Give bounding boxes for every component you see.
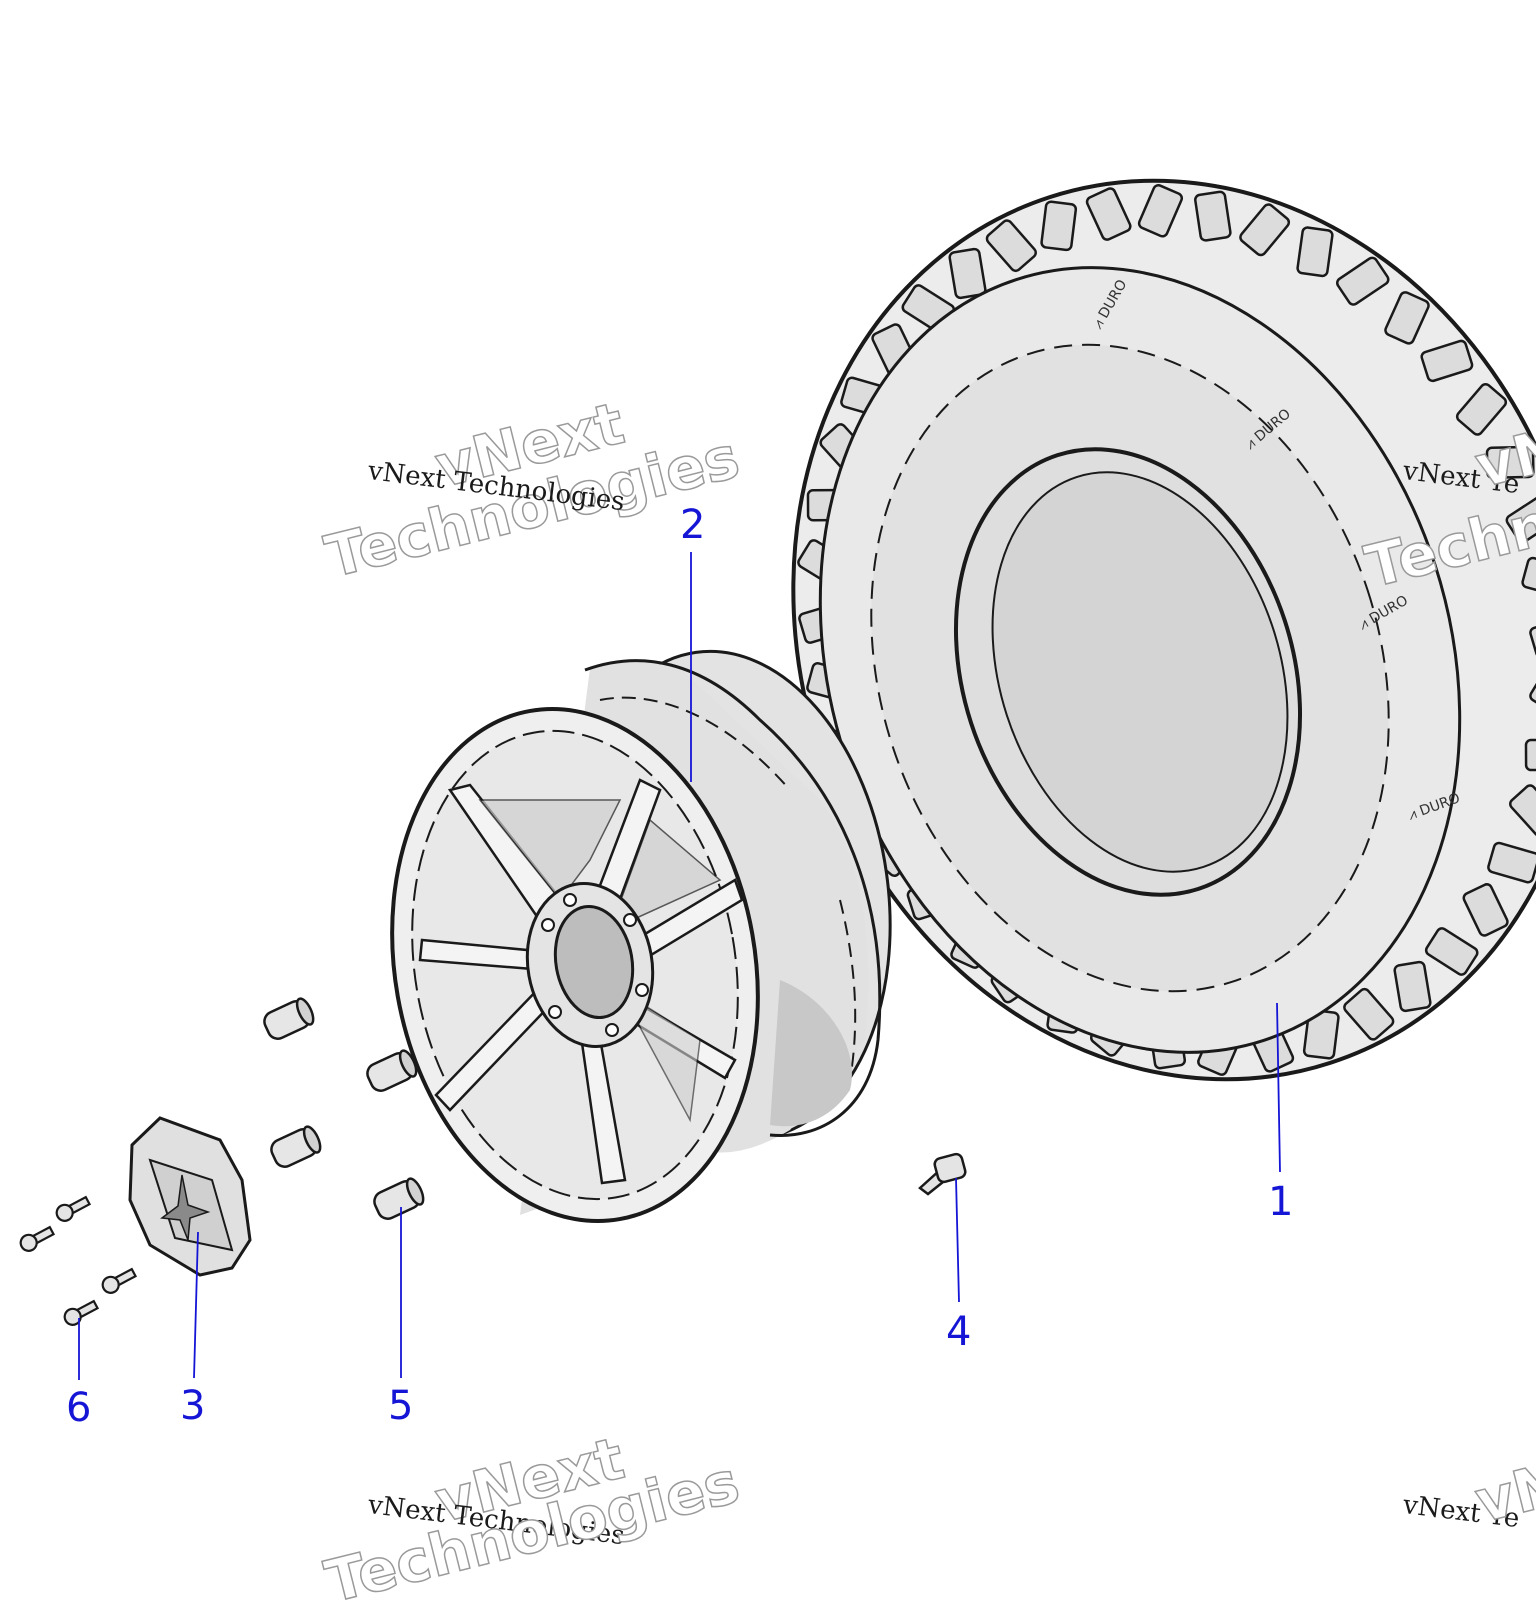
tread-block [1424, 927, 1479, 976]
tread-block [1040, 200, 1078, 252]
tread-block [1296, 226, 1334, 278]
callout-6[interactable]: 6 [66, 1385, 92, 1431]
tread-block [1239, 203, 1291, 257]
lug-nuts-part[interactable] [261, 996, 426, 1222]
leader-lines [78, 552, 1281, 1380]
tread-block [1462, 883, 1509, 937]
tread-block [1085, 187, 1132, 241]
tread-block [1509, 784, 1536, 837]
tread-block [1384, 291, 1430, 345]
tread-block [1420, 339, 1474, 383]
callout-1[interactable]: 1 [1268, 1179, 1294, 1225]
exploded-parts-diagram: ⩘ DURO ⩘ DURO ⩘ DURO ⩘ DURO [18, 77, 1536, 1616]
callout-4[interactable]: 4 [946, 1309, 972, 1355]
tread-block [1524, 738, 1536, 772]
tread-block [1521, 556, 1536, 599]
callout-2[interactable]: 2 [680, 502, 706, 548]
tread-block [1343, 987, 1395, 1041]
tread-block [1505, 494, 1536, 544]
tread-block [1194, 190, 1232, 242]
tire-part[interactable]: ⩘ DURO ⩘ DURO ⩘ DURO ⩘ DURO [678, 77, 1536, 1183]
cap-screws-part[interactable] [18, 1194, 138, 1328]
tread-block [1485, 445, 1535, 479]
tread-block [948, 247, 987, 300]
callout-5[interactable]: 5 [388, 1383, 414, 1429]
tread-block [1335, 256, 1390, 306]
tread-block [1393, 960, 1432, 1013]
center-hub-cap-part[interactable] [128, 1116, 252, 1277]
callout-3[interactable]: 3 [180, 1383, 206, 1429]
wheel-rim-part[interactable] [353, 630, 921, 1250]
tread-block [1529, 616, 1536, 659]
tread-block [1455, 382, 1508, 436]
diagram-canvas: ⩘ DURO ⩘ DURO ⩘ DURO ⩘ DURO [18, 77, 1536, 1380]
tread-block [985, 219, 1037, 273]
valve-stem-part[interactable] [918, 1152, 967, 1196]
tread-block [1137, 184, 1184, 238]
star-emblem-icon [160, 1174, 211, 1241]
